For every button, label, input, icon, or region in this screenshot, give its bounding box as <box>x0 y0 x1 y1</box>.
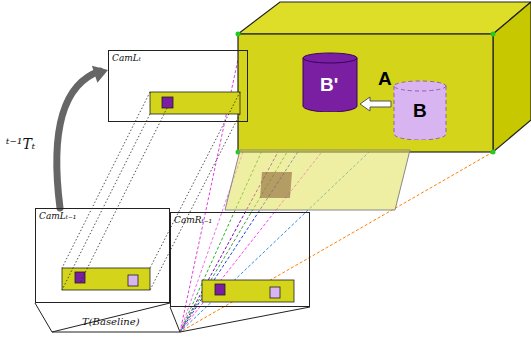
baseline-label: T(Baseline) <box>82 316 140 327</box>
cylinder-node: B' <box>302 52 358 112</box>
object-label: A <box>378 68 392 90</box>
camera-label: CamRₜ₋₁ <box>174 215 212 225</box>
corner-dots <box>236 32 496 155</box>
cylinder-body <box>394 86 446 140</box>
object-label: B <box>413 100 427 122</box>
box-a <box>238 2 531 152</box>
camera-label: CamLₜ₋₁ <box>39 211 76 221</box>
image-plane <box>225 150 410 210</box>
connector <box>360 97 391 111</box>
cylinder-node: B <box>393 80 447 140</box>
camera-frame: CamLₜ <box>108 50 248 122</box>
camera-frame: CamRₜ₋₁ <box>170 212 310 307</box>
cylinder-body <box>303 58 357 112</box>
camera-label: CamLₜ <box>112 53 141 63</box>
mini-images <box>62 92 294 302</box>
cylinder-top <box>303 53 357 63</box>
object-label: B' <box>320 74 338 96</box>
projection-rays <box>180 34 493 332</box>
camera-frusta <box>35 303 310 332</box>
transform-label: ᵗ⁻¹Tₜ <box>6 136 35 152</box>
box-node: A B' B <box>238 34 493 152</box>
cylinder-top <box>394 81 446 91</box>
connector <box>57 66 108 208</box>
camera-frame: CamLₜ₋₁ <box>35 208 170 303</box>
